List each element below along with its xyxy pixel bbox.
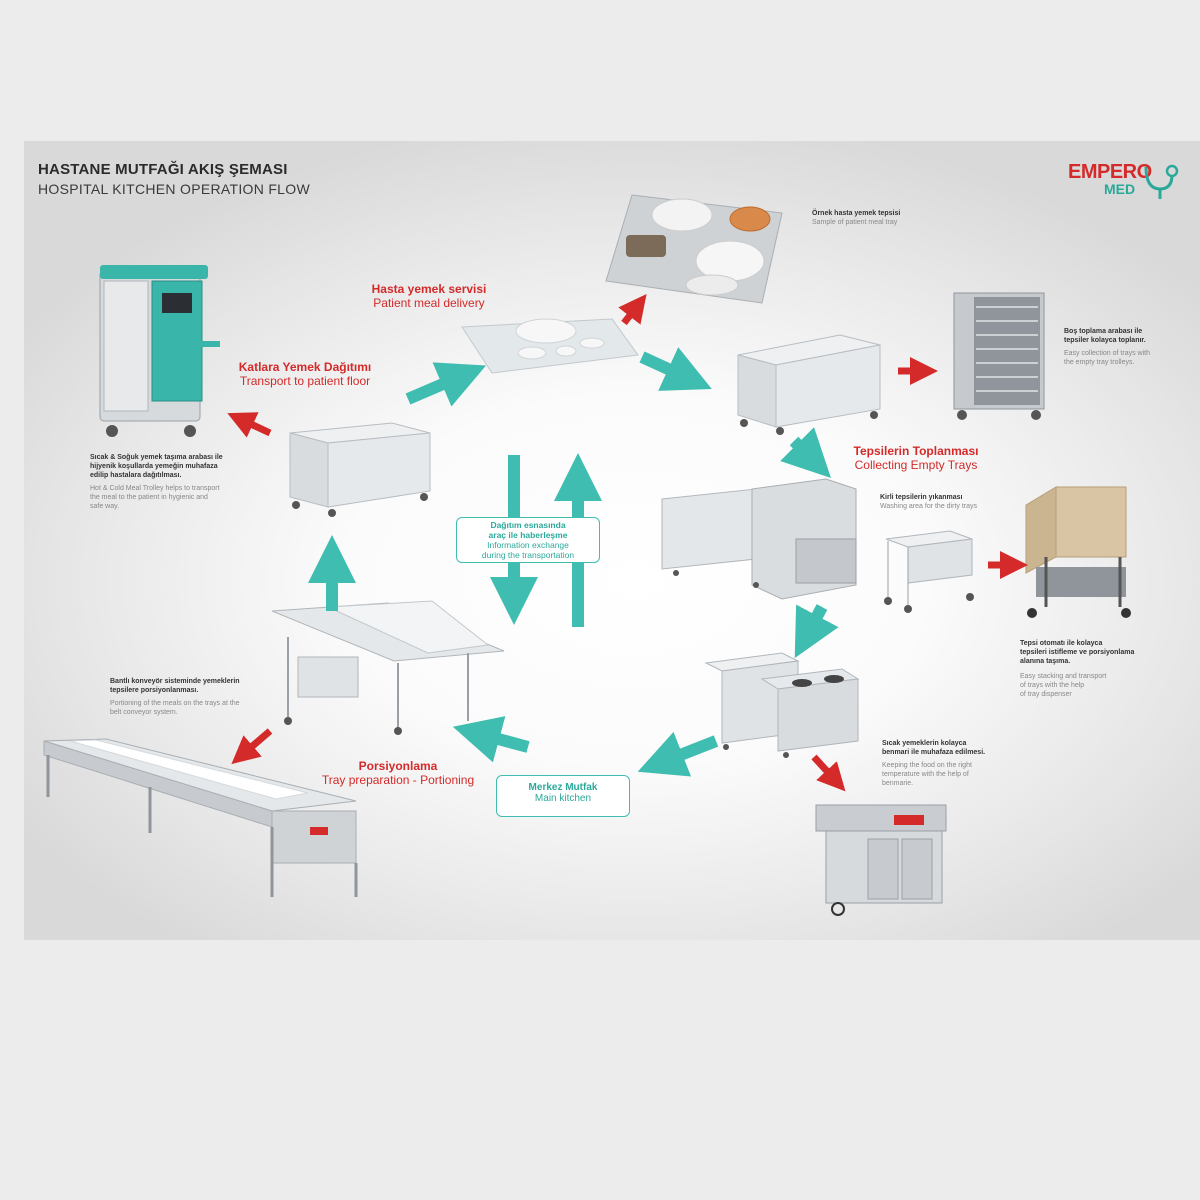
page-subtitle: HOSPITAL KITCHEN OPERATION FLOW — [38, 181, 310, 197]
arrow-to-washing — [780, 427, 831, 478]
page-title: HASTANE MUTFAĞI AKIŞ ŞEMASI — [38, 161, 288, 178]
note-bainmarie: Sıcak yemeklerin kolayca benmari ile muh… — [882, 740, 986, 787]
red-arrow-tray — [618, 293, 647, 326]
note-dispenser: Tepsi otomatı ile kolayca tepsileri isti… — [1020, 640, 1135, 698]
delivery-tray-illustration — [461, 318, 639, 374]
meal-trolley-illustration — [99, 265, 220, 437]
tray-dispenser-illustration — [1025, 486, 1131, 618]
red-arrow-bainmarie — [811, 754, 846, 792]
empty-tray-trolley-illustration — [737, 334, 881, 435]
transport-cabinet-illustration — [289, 422, 431, 517]
step-collecting: Tepsilerin Toplanması Collecting Empty T… — [853, 444, 979, 472]
food-warmer-illustration — [704, 652, 860, 758]
red-arrow-conveyor — [231, 728, 273, 765]
main-kitchen-box: Merkez Mutfak Main kitchen — [496, 775, 630, 817]
note-empty-trolley: Boş toplama arabası ile tepsiler kolayca… — [1064, 328, 1150, 366]
flow-sheet: HASTANE MUTFAĞI AKIŞ ŞEMASI HOSPITAL KIT… — [24, 141, 1200, 940]
tray-rack-illustration — [884, 530, 974, 613]
note-washing: Kirli tepsilerin yıkanması Washing area … — [880, 494, 978, 510]
arrow-to-warmer — [794, 604, 839, 659]
step-floor-transport: Katlara Yemek Dağıtımı Transport to pati… — [238, 360, 372, 388]
bain-marie-illustration — [815, 804, 947, 916]
step-patient-delivery: Hasta yemek servisi Patient meal deliver… — [371, 282, 487, 310]
arrow-to-trolley — [639, 347, 712, 391]
note-tray-sample: Örnek hasta yemek tepsisi Sample of pati… — [812, 210, 901, 226]
red-arrow-trolley — [227, 412, 272, 438]
note-conveyor: Bantlı konveyör sisteminde yemeklerin te… — [110, 678, 240, 716]
stethoscope-icon — [1144, 164, 1179, 199]
arrow-to-kitchen — [637, 731, 719, 777]
step-portioning: Porsiyonlama Tray preparation - Portioni… — [321, 759, 475, 787]
arrow-to-portioning — [452, 716, 530, 763]
washing-machine-illustration — [661, 478, 857, 600]
note-trolley: Sıcak & Soğuk yemek taşıma arabası ile h… — [90, 454, 223, 510]
belt-conveyor-illustration — [43, 738, 358, 897]
sample-tray-illustration — [605, 194, 783, 304]
collection-trolley-illustration — [953, 292, 1045, 420]
arrow-to-delivery — [405, 362, 487, 407]
portioning-conveyor-illustration — [271, 600, 505, 735]
info-exchange-box: Dağıtım esnasında araç ile haberleşme In… — [456, 517, 600, 563]
flow-arrows — [227, 293, 1028, 792]
empero-med-logo: EMPERO MED — [1068, 159, 1188, 205]
